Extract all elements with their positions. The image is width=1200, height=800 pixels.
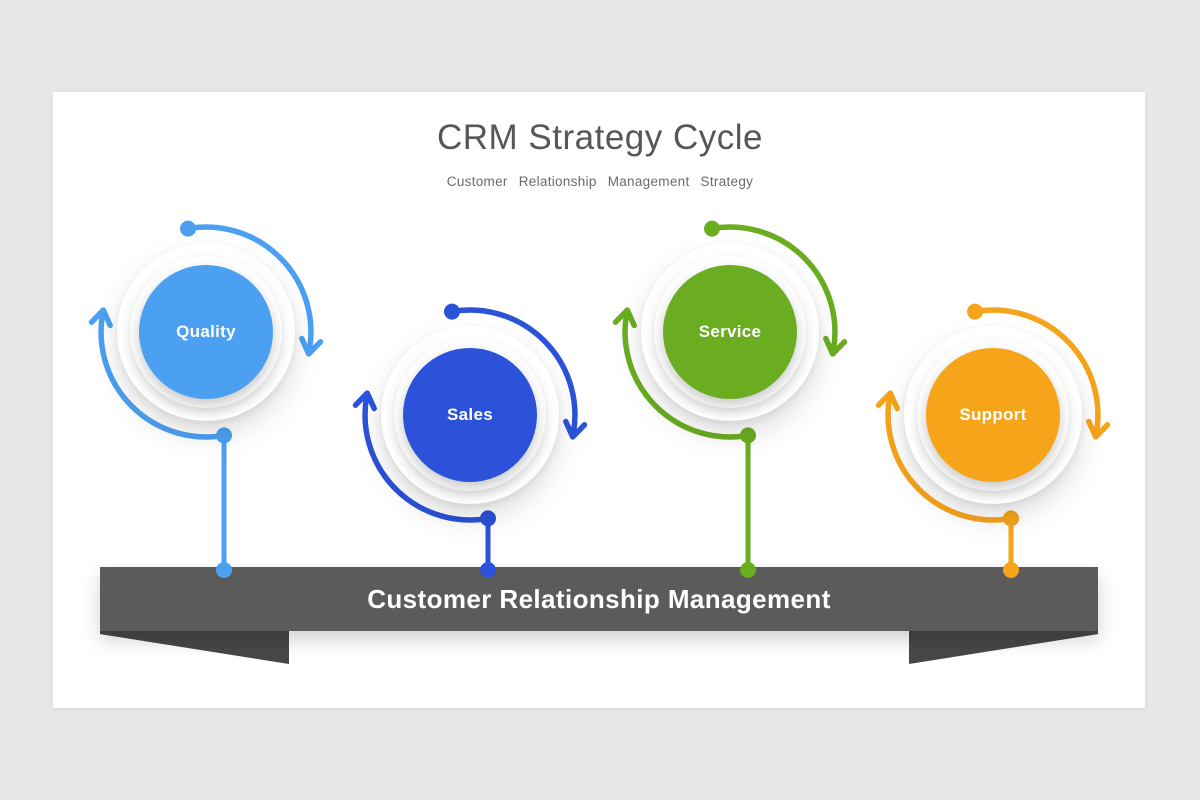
- stage-circle-quality: Quality: [139, 265, 273, 399]
- crm-stage-service: Service: [600, 202, 860, 580]
- crm-stage-support: Support: [863, 285, 1123, 580]
- ribbon-banner: Customer Relationship Management: [100, 567, 1098, 631]
- stage-ring-inner: Support: [917, 339, 1069, 491]
- stage-label: Sales: [447, 405, 493, 424]
- stage-ring: Quality: [117, 243, 295, 421]
- stage-label: Service: [698, 322, 762, 341]
- stage-label: Support: [959, 405, 1027, 424]
- stage-ring-inner: Service: [654, 256, 806, 408]
- stage-ring-inner: Sales: [394, 339, 546, 491]
- stage-ring: Service: [641, 243, 819, 421]
- stage-ring-inner: Quality: [130, 256, 282, 408]
- stage-circle-service: Service: [663, 265, 797, 399]
- stage-circle-sales: Sales: [403, 348, 537, 482]
- page-title: CRM Strategy Cycle: [436, 118, 764, 157]
- crm-stage-quality: Quality: [76, 202, 336, 580]
- stage-ring: Sales: [381, 326, 559, 504]
- ribbon-label: Customer Relationship Management: [367, 583, 831, 614]
- stage-label: Quality: [176, 322, 236, 341]
- stage-ring: Support: [904, 326, 1082, 504]
- page-subtitle: Customer Relationship Management Strateg…: [446, 174, 754, 189]
- crm-stage-sales: Sales: [340, 285, 600, 580]
- stage-circle-support: Support: [926, 348, 1060, 482]
